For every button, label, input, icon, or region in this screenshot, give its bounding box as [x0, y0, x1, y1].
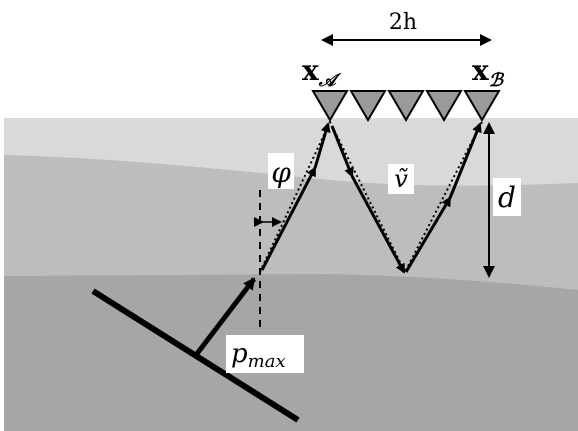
velocity-label-box — [388, 164, 414, 194]
slowness-label: pmax — [231, 339, 286, 372]
receiver-b-label: xℬ — [472, 54, 505, 91]
ray-path — [260, 122, 482, 274]
reflector-segment — [91, 288, 300, 423]
velocity-label: ṽ — [394, 165, 408, 193]
ray-segment-down-lower — [350, 175, 406, 274]
depth-label: d — [498, 181, 516, 214]
receiver-triangle — [349, 90, 387, 122]
receiver-triangle — [425, 90, 463, 122]
receiver-triangle — [387, 90, 425, 122]
receiver-triangle — [311, 90, 349, 122]
slowness-label-box — [226, 335, 304, 373]
angle-label-box — [268, 153, 294, 189]
spacing-label: 2h — [389, 10, 417, 35]
receiver-triangle — [463, 90, 501, 122]
receiver-array — [311, 90, 501, 122]
ray-segment-down — [330, 125, 354, 178]
normal-ray — [194, 277, 256, 357]
ray-segment-up-left-top — [313, 122, 331, 169]
ray-segment-up-right-top — [448, 122, 482, 199]
receiver-a-label: x𝒜 — [302, 54, 342, 91]
ray-segment-up-left — [260, 166, 317, 271]
ray-segment-up-right — [404, 196, 452, 273]
angle-label: φ — [271, 156, 291, 189]
depth-label-box — [493, 178, 521, 216]
